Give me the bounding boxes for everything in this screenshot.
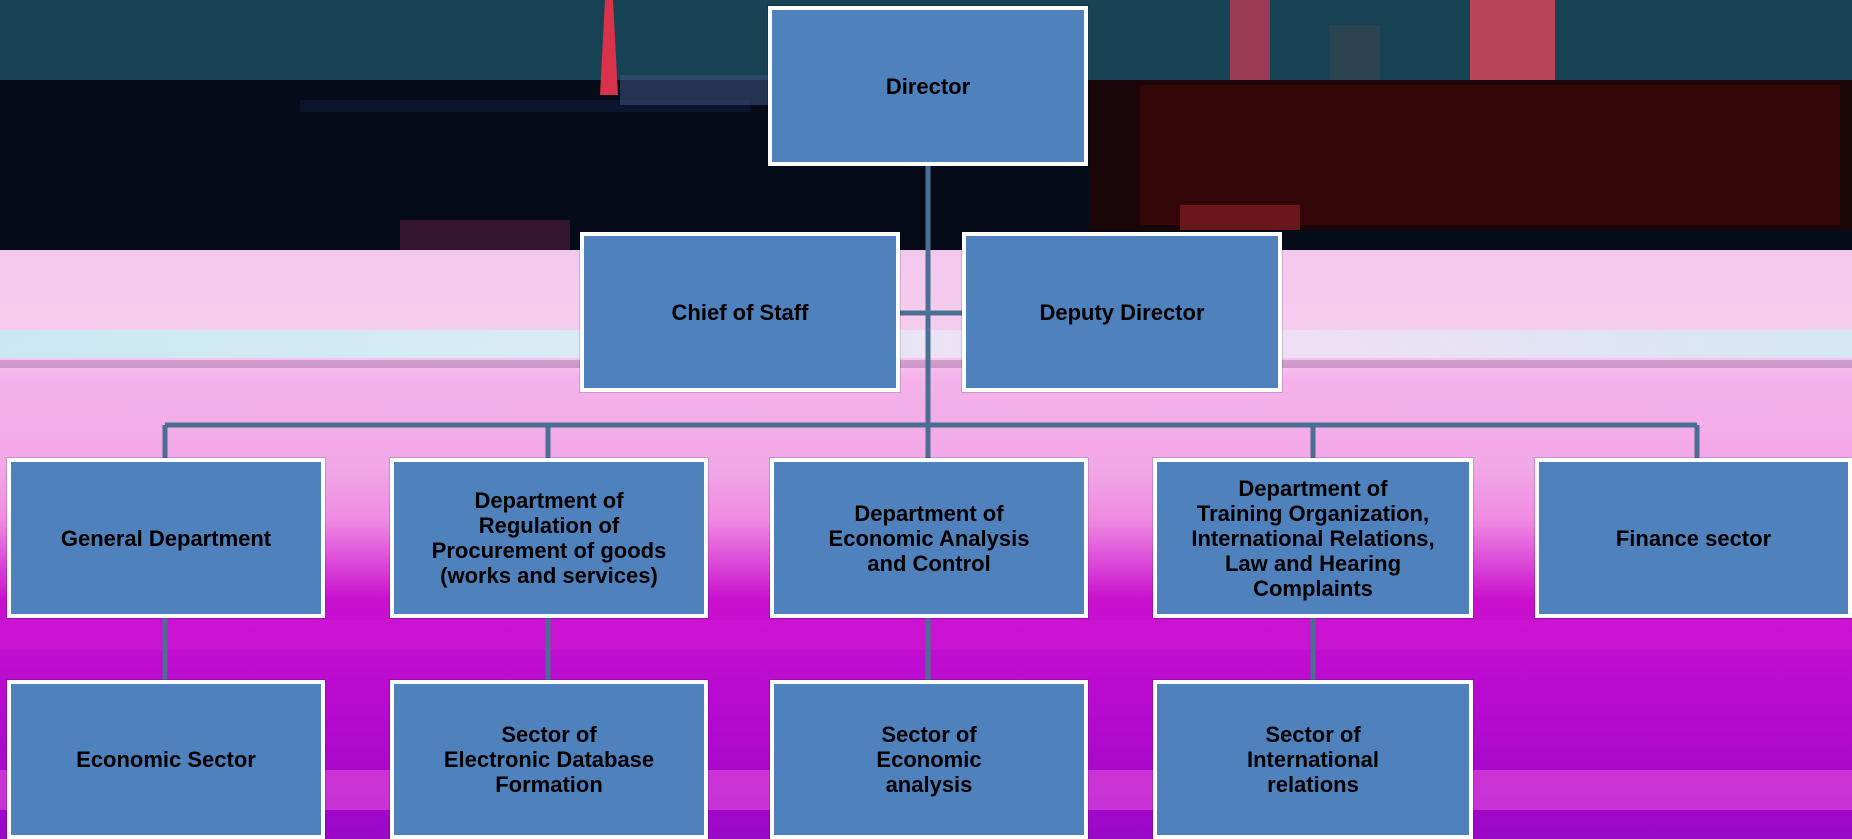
- department-label: Department of Economic Analysis and Cont…: [828, 500, 1030, 576]
- deputy-director-box: Deputy Director: [962, 232, 1282, 392]
- department-box-training: Department of Training Organization, Int…: [1153, 458, 1473, 618]
- director-box: Director: [768, 6, 1088, 166]
- department-box-general: General Department: [7, 458, 325, 618]
- chief-of-staff-label: Chief of Staff: [671, 299, 809, 325]
- sector-label: Sector of Electronic Database Formation: [443, 722, 655, 797]
- sector-label: Sector of Economic analysis: [876, 722, 982, 797]
- department-label: Department of Regulation of Procurement …: [431, 488, 667, 588]
- department-label: General Department: [60, 525, 272, 551]
- director-label: Director: [885, 73, 971, 99]
- department-box-finance: Finance sector: [1535, 458, 1852, 618]
- sector-label: Economic Sector: [76, 747, 256, 772]
- sector-box-economic: Economic Sector: [7, 680, 325, 839]
- sector-box-international-relations: Sector of International relations: [1153, 680, 1473, 839]
- sector-box-economic-analysis: Sector of Economic analysis: [770, 680, 1088, 839]
- department-box-economic-analysis: Department of Economic Analysis and Cont…: [770, 458, 1088, 618]
- department-label: Department of Training Organization, Int…: [1191, 475, 1435, 601]
- deputy-director-label: Deputy Director: [1039, 299, 1205, 325]
- sector-box-electronic-database: Sector of Electronic Database Formation: [390, 680, 708, 839]
- chief-of-staff-box: Chief of Staff: [580, 232, 900, 392]
- department-label: Finance sector: [1615, 525, 1772, 551]
- department-box-procurement: Department of Regulation of Procurement …: [390, 458, 708, 618]
- sector-label: Sector of International relations: [1246, 722, 1379, 797]
